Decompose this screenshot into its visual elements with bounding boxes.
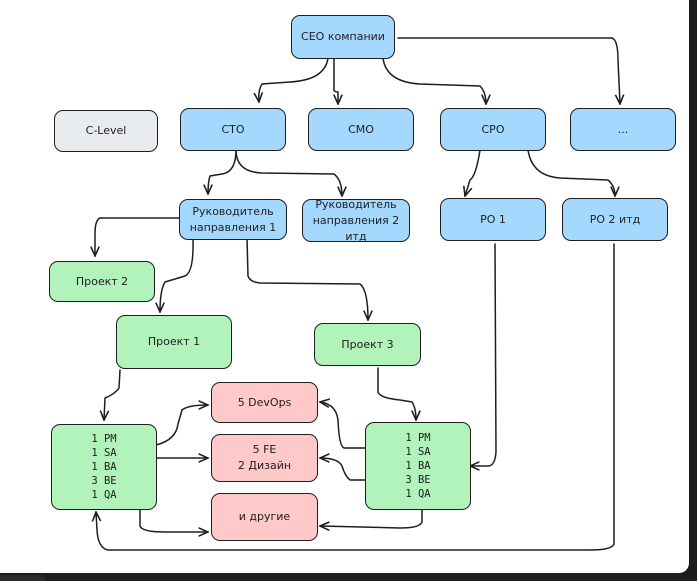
arrow-cto-to-head-dir1 [208,149,237,194]
arrow-team3-to-others [320,509,423,528]
c-level-legend-node: C-Level [54,110,158,152]
arrow-team3-to-fe-design [320,458,366,481]
project-1-team-node: 1 PM 1 SA 1 BA 3 BE 1 QA [51,424,157,510]
arrow-po1-to-team3 [470,243,497,466]
shared-devops-node: 5 DevOps [211,382,318,423]
arrow-project1-to-team1 [104,369,121,420]
diagram-canvas: CEO компании C-Level CTO CMO CPO ... Рук… [0,0,689,573]
arrow-cto-to-head-dir2 [235,149,342,196]
connector-layer [0,37,689,551]
window-corner-tab [0,575,45,581]
arrow-head-dir1-to-project2 [95,217,181,256]
arrow-po2-to-team1 [96,243,615,551]
project-2-node: Проект 2 [49,261,155,302]
arrow-team1-to-others [139,509,208,532]
project-3-team-node: 1 PM 1 SA 1 BA 3 BE 1 QA [365,422,471,510]
po2-node: PO 2 итд [562,198,668,241]
project-1-node: Проект 1 [116,315,232,369]
ceo-node: CEO компании [291,15,395,59]
arrow-ceo-to-cpo [382,57,486,104]
cto-node: CTO [180,108,286,151]
cmo-node: CMO [308,108,414,151]
arrow-cpo-to-po2 [527,149,615,196]
po1-node: PO 1 [440,198,546,241]
arrow-ceo-to-cmo [334,57,338,104]
cpo-node: CPO [440,108,546,151]
arrow-ceo-to-cto [259,57,329,102]
shared-fe-design-node: 5 FE 2 Дизайн [211,434,318,482]
arrow-head-dir1-to-project3 [246,237,368,320]
arrow-head-dir1-to-project1 [160,237,194,312]
shared-others-node: и другие [211,493,318,541]
more-executives-node: ... [570,108,676,151]
head-direction-2-node: Руководитель направления 2 итд [302,198,410,243]
head-direction-1-node: Руководитель направления 1 [179,199,287,240]
arrow-team1-to-devops [155,405,208,446]
arrow-ceo-to-more [397,37,620,104]
arrow-project3-to-team3 [377,367,416,420]
arrow-cpo-to-po1 [465,149,481,196]
project-3-node: Проект 3 [314,323,421,366]
arrow-team3-to-devops [320,402,366,449]
